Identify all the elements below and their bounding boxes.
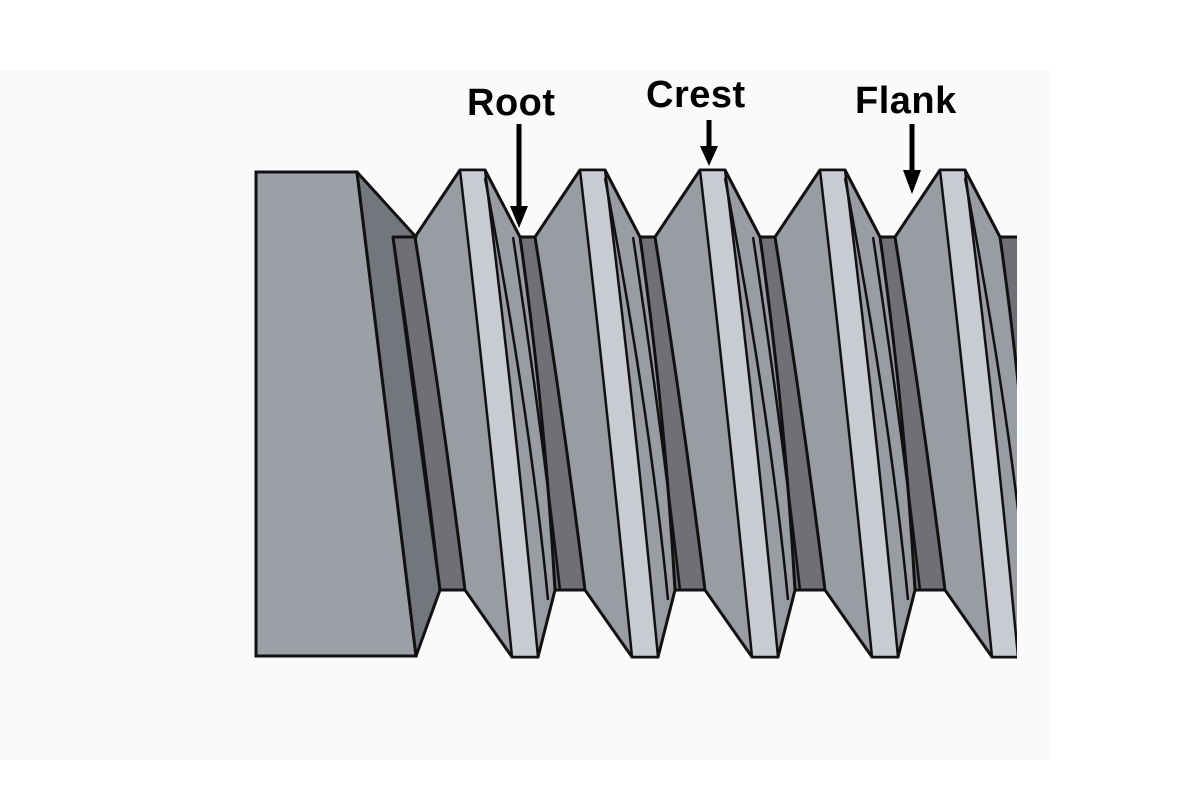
bolt-head — [254, 170, 442, 658]
crest-band — [818, 168, 900, 659]
flank-edge-line — [723, 177, 790, 601]
flank-edge-line — [963, 177, 1017, 512]
crest-band — [578, 168, 660, 659]
root-label: Root — [467, 82, 556, 124]
flank-label: Flank — [855, 80, 957, 122]
crest-band — [938, 168, 1017, 659]
flank-arrow — [903, 124, 921, 194]
flank-edge-line — [483, 177, 550, 601]
root-edge-line — [631, 236, 682, 591]
crest-label: Crest — [646, 74, 746, 116]
root-arrow — [510, 124, 528, 228]
flank-edge-line — [843, 177, 910, 601]
root-edge-line — [871, 236, 922, 591]
root-edge-line — [511, 236, 562, 591]
crest-arrow — [700, 120, 718, 166]
root-edge-line — [751, 236, 802, 591]
crest-band — [458, 168, 540, 659]
crest-band — [698, 168, 780, 659]
flank-edge-line — [603, 177, 670, 601]
thread-5 — [871, 168, 1017, 659]
head-chamfer — [355, 170, 442, 658]
